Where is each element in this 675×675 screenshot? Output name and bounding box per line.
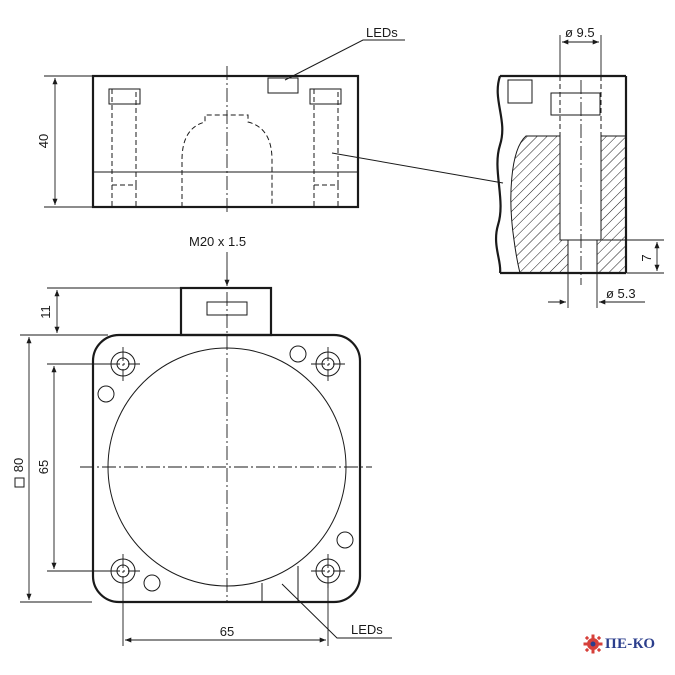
side-view-right-hole-hidden bbox=[313, 89, 339, 207]
detail-hidden-bore bbox=[559, 76, 602, 136]
mounting-hole-bottom-right bbox=[311, 554, 345, 588]
detail-through-hole bbox=[567, 240, 598, 273]
leds-bottom-leader bbox=[281, 583, 392, 639]
thread-label: M20 x 1.5 bbox=[189, 234, 246, 249]
dim-80-value: 80 bbox=[11, 458, 26, 472]
front-view: LEDs M20 x 1.5 11 80 65 65 bbox=[11, 234, 392, 646]
mounting-hole-bottom-left bbox=[106, 554, 140, 588]
side-view-right-slot bbox=[309, 88, 342, 105]
detail-counterbore bbox=[559, 136, 602, 241]
dim-40-value: 40 bbox=[36, 134, 51, 148]
detail-notch bbox=[507, 79, 533, 104]
leds-top-label: LEDs bbox=[366, 25, 398, 40]
side-view-left-slot bbox=[108, 88, 141, 105]
dim-7-value: 7 bbox=[639, 254, 654, 261]
front-view-body bbox=[91, 333, 362, 604]
mounting-hole-top-left bbox=[106, 347, 140, 381]
detail-leader-line bbox=[331, 152, 504, 184]
side-view-led-window bbox=[267, 77, 299, 94]
aux-hole-right-lower bbox=[336, 531, 354, 549]
side-view: LEDs 40 bbox=[36, 25, 504, 215]
aux-hole-top-right bbox=[289, 345, 307, 363]
leds-bottom-label: LEDs bbox=[351, 622, 383, 637]
dim-53-value: ø 5.3 bbox=[606, 286, 636, 301]
brand-watermark: ПЕ-КО bbox=[583, 633, 655, 655]
front-view-thread-nub bbox=[179, 286, 273, 337]
dim-65h-value: 65 bbox=[220, 624, 234, 639]
detail-slot bbox=[550, 92, 601, 116]
dim-95-value: ø 9.5 bbox=[565, 25, 595, 40]
side-view-thread-cavity bbox=[181, 114, 273, 207]
brand-name: ПЕ-КО bbox=[605, 635, 656, 652]
detail-section-view: ø 9.5 ø 5.3 7 bbox=[494, 25, 664, 308]
aux-hole-left-upper bbox=[97, 385, 115, 403]
dim-11-value: 11 bbox=[38, 305, 53, 319]
aux-hole-bottom-left bbox=[143, 574, 161, 592]
detail-break-line bbox=[494, 75, 504, 274]
leds-top-leader bbox=[284, 39, 405, 81]
side-view-body bbox=[91, 74, 360, 209]
front-view-led-window bbox=[261, 566, 299, 602]
detail-hatched-material bbox=[510, 135, 569, 274]
dim-65v-value: 65 bbox=[36, 460, 51, 474]
side-view-left-hole-hidden bbox=[111, 89, 137, 207]
gear-icon bbox=[583, 634, 603, 654]
square-symbol-icon bbox=[14, 477, 25, 488]
mounting-hole-top-right bbox=[311, 347, 345, 381]
